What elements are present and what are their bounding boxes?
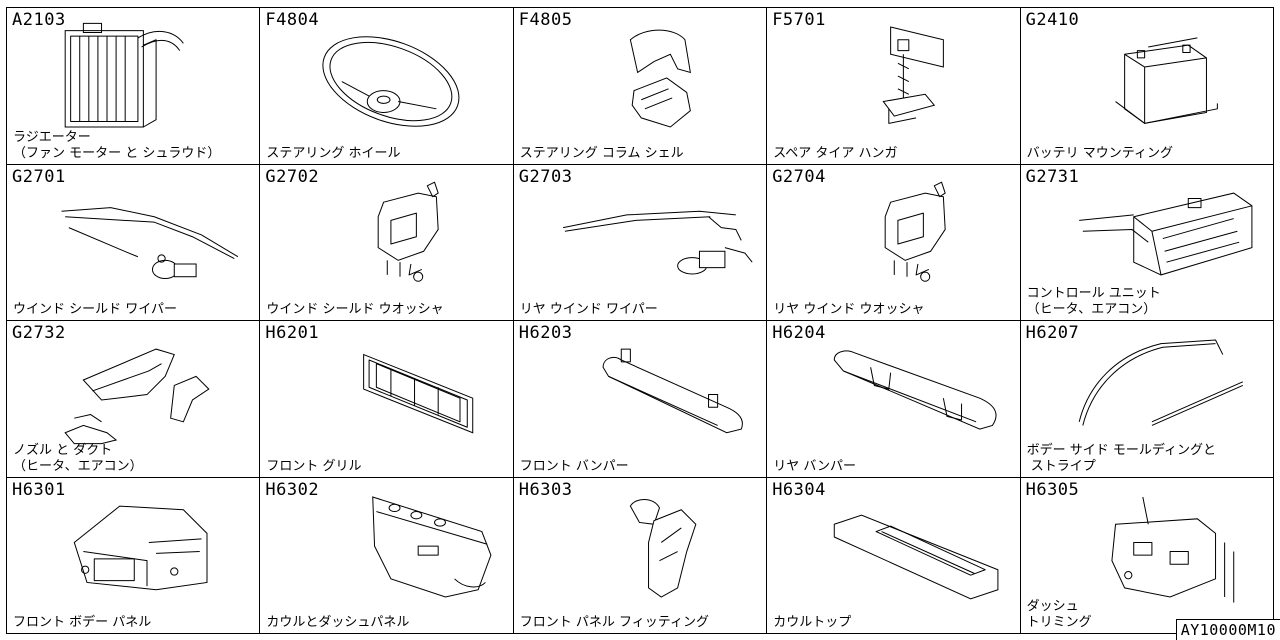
- part-cell-h6201[interactable]: H6201 フロント グリル: [260, 321, 514, 478]
- part-code: H6301: [12, 479, 66, 500]
- part-cell-g2732[interactable]: G2732 ノズル と ダクト （ヒータ、エアコン）: [7, 321, 261, 478]
- dash-panel-icon: [372, 495, 492, 598]
- part-label: リヤ バンパー: [773, 458, 856, 474]
- part-label: ノズル と ダクト （ヒータ、エアコン）: [13, 442, 143, 474]
- part-cell-h6303[interactable]: H6303 フロント パネル フィッティング: [513, 477, 768, 634]
- wiper-icon: [61, 206, 239, 279]
- part-code: G2410: [1025, 10, 1080, 30]
- radiator-icon: [64, 22, 184, 128]
- part-cell-f4805[interactable]: F4805 ステアリング コラム シェル: [513, 8, 768, 165]
- part-cell-h6203[interactable]: H6203 フロント バンパー: [513, 321, 768, 478]
- part-cell-h6207[interactable]: H6207 ボデー サイド モールディングと ストライプ: [1020, 321, 1274, 478]
- part-code: H6204: [772, 323, 826, 343]
- part-code: H6303: [518, 479, 573, 500]
- panel-fitting-icon: [629, 498, 697, 598]
- part-code: F5701: [772, 10, 826, 30]
- part-label: ラジエーター （ファン モーター と シュラウド）: [13, 129, 221, 161]
- part-label: リヤ ウインド ウオッシャ: [773, 302, 925, 317]
- part-code: G2731: [1025, 166, 1080, 187]
- part-label: ステアリング コラム シェル: [519, 145, 684, 161]
- part-code: H6207: [1025, 323, 1080, 343]
- battery-icon: [1114, 37, 1218, 124]
- part-cell-g2701[interactable]: G2701 ウインド シールド ワイパー: [7, 164, 261, 321]
- part-label: カウルとダッシュパネル: [266, 615, 410, 630]
- part-code: H6305: [1025, 479, 1080, 500]
- part-label: ダッシュ トリミング: [1026, 599, 1092, 630]
- dash-trim-icon: [1110, 496, 1234, 602]
- washer-tank-icon: [884, 181, 946, 282]
- part-cell-f4804[interactable]: F4804 ステアリング ホイール: [260, 8, 514, 165]
- part-code: A2103: [12, 10, 66, 30]
- part-code: H6201: [265, 323, 320, 343]
- part-cell-h6204[interactable]: H6204 リヤ バンパー: [767, 321, 1021, 478]
- part-cell-g2703[interactable]: G2703 リヤ ウインド ワイパー: [513, 164, 768, 321]
- part-code: F4805: [518, 10, 573, 30]
- rear-wiper-icon: [562, 210, 753, 274]
- grille-icon: [363, 353, 474, 434]
- front-panel-icon: [73, 505, 208, 590]
- part-label: ボデー サイド モールディングと ストライプ: [1026, 442, 1216, 474]
- part-code: H6302: [265, 479, 320, 500]
- part-cell-g2410[interactable]: G2410 バッテリ マウンティング: [1020, 8, 1274, 165]
- front-bumper-icon: [602, 348, 743, 434]
- part-code: F4804: [265, 10, 320, 30]
- part-code: H6304: [772, 479, 826, 500]
- tire-hanger-icon: [882, 26, 945, 124]
- part-cell-g2704[interactable]: G2704 リヤ ウインド ウオッシャ: [767, 164, 1021, 321]
- part-label: カウルトップ: [773, 615, 852, 630]
- part-cell-h6301[interactable]: H6301 フロント ボデー パネル: [7, 477, 261, 634]
- part-label: ウインド シールド ワイパー: [13, 302, 178, 317]
- steering-wheel-icon: [322, 36, 460, 127]
- parts-grid: A2103 ラジエーター （ファン モーター と シュラウド） F4804 ステアリン…: [6, 7, 1274, 634]
- part-cell-h6302[interactable]: H6302 カウルとダッシュパネル: [260, 477, 514, 634]
- part-label: コントロール ユニット （ヒータ、エアコン）: [1026, 286, 1161, 317]
- part-code: G2702: [265, 166, 320, 187]
- part-label: ウインド シールド ウオッシャ: [266, 302, 444, 317]
- control-unit-icon: [1078, 192, 1253, 275]
- column-shell-icon: [629, 29, 691, 128]
- part-label: フロント パネル フィッティング: [519, 615, 710, 630]
- catalog-code: AY10000M10: [1175, 619, 1280, 640]
- molding-icon: [1078, 339, 1243, 426]
- part-code: H6203: [518, 323, 573, 343]
- part-code: G2732: [12, 323, 66, 343]
- part-code: G2701: [12, 166, 66, 187]
- part-label: フロント ボデー パネル: [13, 615, 152, 630]
- part-cell-h6305[interactable]: H6305 ダッシュ トリミング: [1020, 477, 1274, 634]
- part-cell-a2103[interactable]: A2103 ラジエーター （ファン モーター と シュラウド）: [7, 8, 261, 165]
- part-label: スペア タイア ハンガ: [773, 145, 898, 161]
- cowl-top-icon: [833, 514, 999, 599]
- part-cell-f5701[interactable]: F5701 スペア タイア ハンガ: [767, 8, 1021, 165]
- part-label: ステアリング ホイール: [266, 145, 401, 161]
- part-label: リヤ ウインド ワイパー: [519, 302, 658, 317]
- rear-bumper-icon: [833, 350, 997, 430]
- part-label: バッテリ マウンティング: [1026, 145, 1173, 161]
- part-label: フロント グリル: [266, 458, 362, 474]
- washer-tank-icon: [378, 181, 440, 282]
- part-code: G2703: [518, 166, 573, 187]
- part-label: フロント バンパー: [519, 458, 629, 474]
- part-cell-g2731[interactable]: G2731 コントロール ユニット （ヒータ、エアコン）: [1020, 164, 1274, 321]
- part-code: G2704: [772, 166, 826, 187]
- part-cell-g2702[interactable]: G2702 ウインド シールド ウオッシャ: [260, 164, 514, 321]
- duct-icon: [64, 348, 210, 445]
- part-cell-h6304[interactable]: H6304 カウルトップ: [767, 477, 1021, 634]
